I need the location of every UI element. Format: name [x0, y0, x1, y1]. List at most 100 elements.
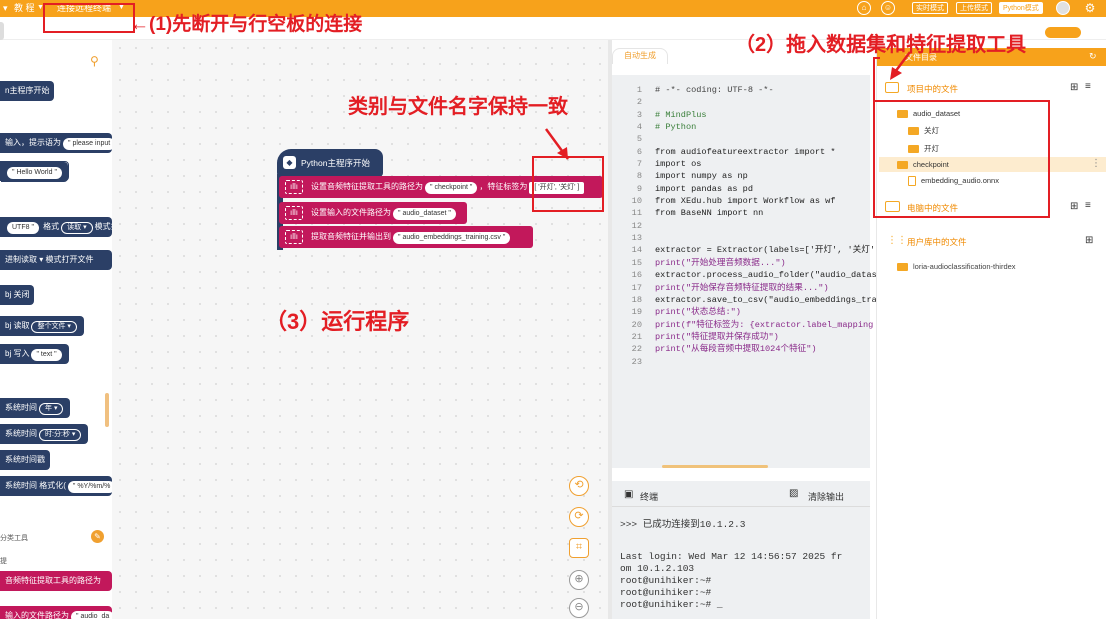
- pin-icon[interactable]: ⚲: [90, 54, 99, 68]
- more-options-icon[interactable]: ⋮: [1091, 158, 1101, 169]
- terminal-line: root@unihiker:~# _: [620, 599, 723, 610]
- palette-block[interactable]: 系统时间年 ▾: [0, 398, 71, 418]
- folder-icon: [908, 127, 919, 136]
- gear-icon[interactable]: ⚙: [1084, 1, 1096, 15]
- project-folder-icon: [885, 82, 899, 93]
- palette-block[interactable]: 系统时间戳: [0, 450, 50, 470]
- line-number: 12: [631, 220, 642, 231]
- toolbar-button[interactable]: [1045, 27, 1081, 38]
- block-value: " text ": [31, 349, 62, 361]
- toolbar-edge: [0, 22, 4, 40]
- library-item[interactable]: loria-audioclassification-thirdex: [897, 262, 1016, 272]
- code-text: print("开始保存音频特征提取的结果..."): [655, 282, 829, 293]
- line-number: 3: [636, 109, 642, 120]
- zoom-in-icon[interactable]: ⊕: [569, 570, 589, 590]
- palette-block[interactable]: bj 写入" text ": [0, 344, 69, 364]
- extension-icon[interactable]: ⌂: [857, 1, 871, 15]
- menu-icon[interactable]: ≡: [1085, 81, 1091, 92]
- block-value-text: [ '开灯', '关灯' ]: [534, 184, 580, 191]
- block-label: 进制读取: [5, 255, 37, 264]
- python-icon: ◆: [283, 156, 296, 169]
- user-library-title[interactable]: 用户库中的文件: [907, 237, 967, 247]
- file-panel-title: 文件目录: [905, 53, 937, 62]
- palette-block[interactable]: bj 读取整个文件 ▾: [0, 316, 84, 336]
- zoom-out-icon[interactable]: ⊖: [569, 598, 589, 618]
- mode-upload-button[interactable]: 上传模式: [956, 2, 992, 14]
- extract-features-block[interactable]: ıllı 提取音频特征并输出到" audio_embeddings_traini…: [279, 226, 533, 248]
- block-value-text: checkpoint: [434, 184, 468, 191]
- set-extractor-path-block[interactable]: ıllı 设置音频特征提取工具的路径为" checkpoint "，特征标签为[…: [279, 176, 603, 198]
- tree-item-checkpoint[interactable]: checkpoint: [897, 160, 949, 170]
- set-input-path-block[interactable]: ıllı 设置输入的文件路径为" audio_dataset ": [279, 202, 467, 224]
- palette-block[interactable]: bj 关闭: [0, 285, 35, 305]
- palette-block[interactable]: 系统时间时:分:秒 ▾: [0, 424, 89, 444]
- python-main-label: Python主程序开始: [301, 158, 370, 168]
- avatar[interactable]: [1056, 1, 1070, 15]
- block-value[interactable]: [ '开灯', '关灯' ]: [529, 182, 585, 194]
- mode-python-button[interactable]: Python模式: [999, 2, 1043, 14]
- terminal-title: 终端: [640, 492, 659, 502]
- code-line: 2: [612, 96, 870, 108]
- block-select-text: 整个文件: [37, 323, 66, 330]
- project-files-title[interactable]: 项目中的文件: [907, 84, 959, 94]
- line-number: 5: [636, 134, 642, 145]
- new-file-icon[interactable]: ⊞: [1085, 235, 1094, 246]
- block-value[interactable]: " audio_embeddings_training.csv ": [393, 232, 511, 244]
- palette-block[interactable]: 输入，提示语为" please input: [0, 133, 112, 153]
- palette-block[interactable]: 音频特征提取工具的路径为: [0, 571, 112, 591]
- palette-block[interactable]: 进制读取 ▾ 模式打开文件: [0, 250, 112, 270]
- python-main-block[interactable]: ◆ Python主程序开始: [277, 149, 383, 177]
- tree-item-onnx[interactable]: embedding_audio.onnx: [908, 176, 999, 187]
- redo-icon[interactable]: ⟳: [569, 507, 589, 527]
- tree-item-audio-dataset[interactable]: audio_dataset: [897, 109, 960, 119]
- block-label: 模式打开文件: [45, 255, 94, 264]
- mode-realtime-button[interactable]: 实时模式: [912, 2, 948, 14]
- menu-arrow-icon[interactable]: ▾: [3, 3, 8, 13]
- crop-icon[interactable]: ⌗: [569, 538, 589, 558]
- block-select[interactable]: 年 ▾: [39, 403, 64, 415]
- block-value[interactable]: " audio_dataset ": [393, 208, 456, 220]
- panel-divider[interactable]: [608, 40, 612, 619]
- new-file-icon[interactable]: ⊞: [1070, 201, 1079, 212]
- palette-block[interactable]: n主程序开始: [0, 81, 55, 101]
- new-file-icon[interactable]: ⊞: [1070, 82, 1079, 93]
- scrollbar[interactable]: [105, 393, 109, 427]
- menu-remote-terminal[interactable]: 连接远程终端: [57, 3, 112, 13]
- code-text: # Python: [655, 122, 697, 133]
- block-select[interactable]: 时:分:秒 ▾: [39, 429, 82, 441]
- annotation-box-files: [873, 100, 1050, 218]
- chevron-down-icon[interactable]: ▼: [118, 4, 125, 11]
- clear-output-icon[interactable]: ▨: [789, 488, 799, 499]
- feedback-icon[interactable]: ☺: [881, 1, 895, 15]
- menu-tutorial[interactable]: 教 程: [14, 3, 35, 13]
- computer-files-title[interactable]: 电脑中的文件: [907, 203, 959, 213]
- line-number: 10: [631, 196, 642, 207]
- tree-item-off[interactable]: 关灯: [908, 125, 939, 136]
- palette-block[interactable]: 输入的文件路径为" audio_da: [0, 606, 112, 619]
- block-select[interactable]: 整个文件 ▾: [31, 321, 77, 333]
- block-value-text: text: [40, 351, 53, 358]
- clear-output-button[interactable]: 清除输出: [808, 492, 845, 502]
- code-text: import numpy as np: [655, 171, 748, 182]
- palette-block[interactable]: 系统时间 格式化(" %Y/%m/%: [0, 476, 112, 496]
- block-value[interactable]: " checkpoint ": [425, 182, 478, 194]
- undo-icon[interactable]: ⟲: [569, 476, 589, 496]
- tree-item-on[interactable]: 开灯: [908, 143, 939, 154]
- block-select-text: 时:分:秒: [45, 431, 70, 438]
- category-icon[interactable]: ✎: [91, 530, 104, 543]
- palette-block[interactable]: " Hello World ": [0, 161, 69, 182]
- refresh-icon[interactable]: ↻: [1089, 51, 1097, 61]
- horizontal-scrollbar[interactable]: [662, 465, 768, 468]
- tab-auto-generate[interactable]: 自动生成: [612, 48, 668, 64]
- block-select[interactable]: 读取 ▾: [61, 222, 93, 234]
- chevron-down-icon[interactable]: ▼: [37, 4, 44, 11]
- line-number: 16: [631, 270, 642, 281]
- menu-icon[interactable]: ≡: [1085, 200, 1091, 211]
- block-canvas[interactable]: ◆ Python主程序开始 ıllı 设置音频特征提取工具的路径为" check…: [112, 40, 608, 619]
